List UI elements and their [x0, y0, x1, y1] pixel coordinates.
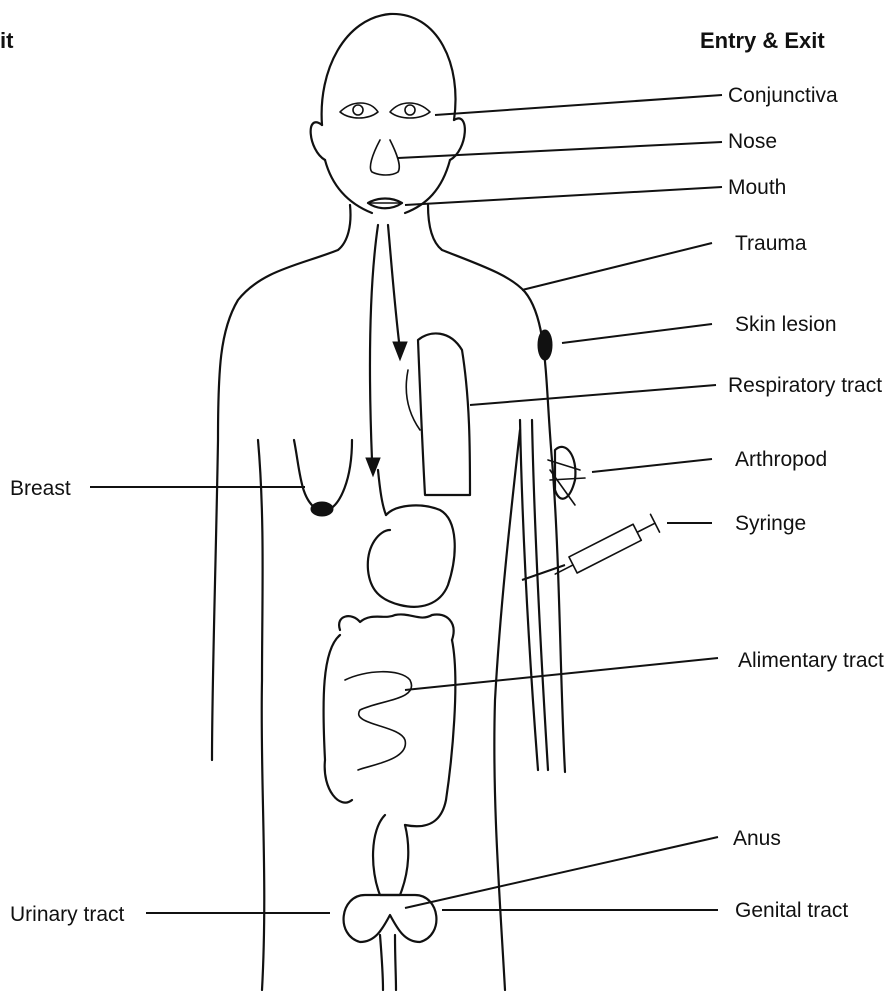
- leader-lines: [90, 95, 722, 913]
- skin-lesion-mark: [538, 330, 552, 360]
- header-right: Entry & Exit: [700, 28, 825, 53]
- label-syringe: Syringe: [735, 512, 806, 535]
- label-trauma: Trauma: [735, 232, 807, 255]
- label-respiratory-tract: Respiratory tract: [728, 374, 882, 397]
- label-conjunctiva: Conjunctiva: [728, 84, 838, 107]
- internal-organs: [324, 225, 470, 942]
- body-outline: [212, 14, 565, 990]
- header-left: it: [0, 28, 14, 53]
- label-arthropod: Arthropod: [735, 448, 827, 471]
- face-features: [340, 103, 430, 208]
- label-breast: Breast: [10, 477, 71, 500]
- label-nose: Nose: [728, 130, 777, 153]
- label-mouth: Mouth: [728, 176, 786, 199]
- label-anus: Anus: [733, 827, 781, 850]
- syringe-icon: [551, 514, 660, 583]
- label-skin-lesion: Skin lesion: [735, 313, 837, 336]
- label-urinary-tract: Urinary tract: [10, 903, 125, 926]
- label-alimentary-tract: Alimentary tract: [738, 649, 884, 672]
- label-genital-tract: Genital tract: [735, 899, 848, 922]
